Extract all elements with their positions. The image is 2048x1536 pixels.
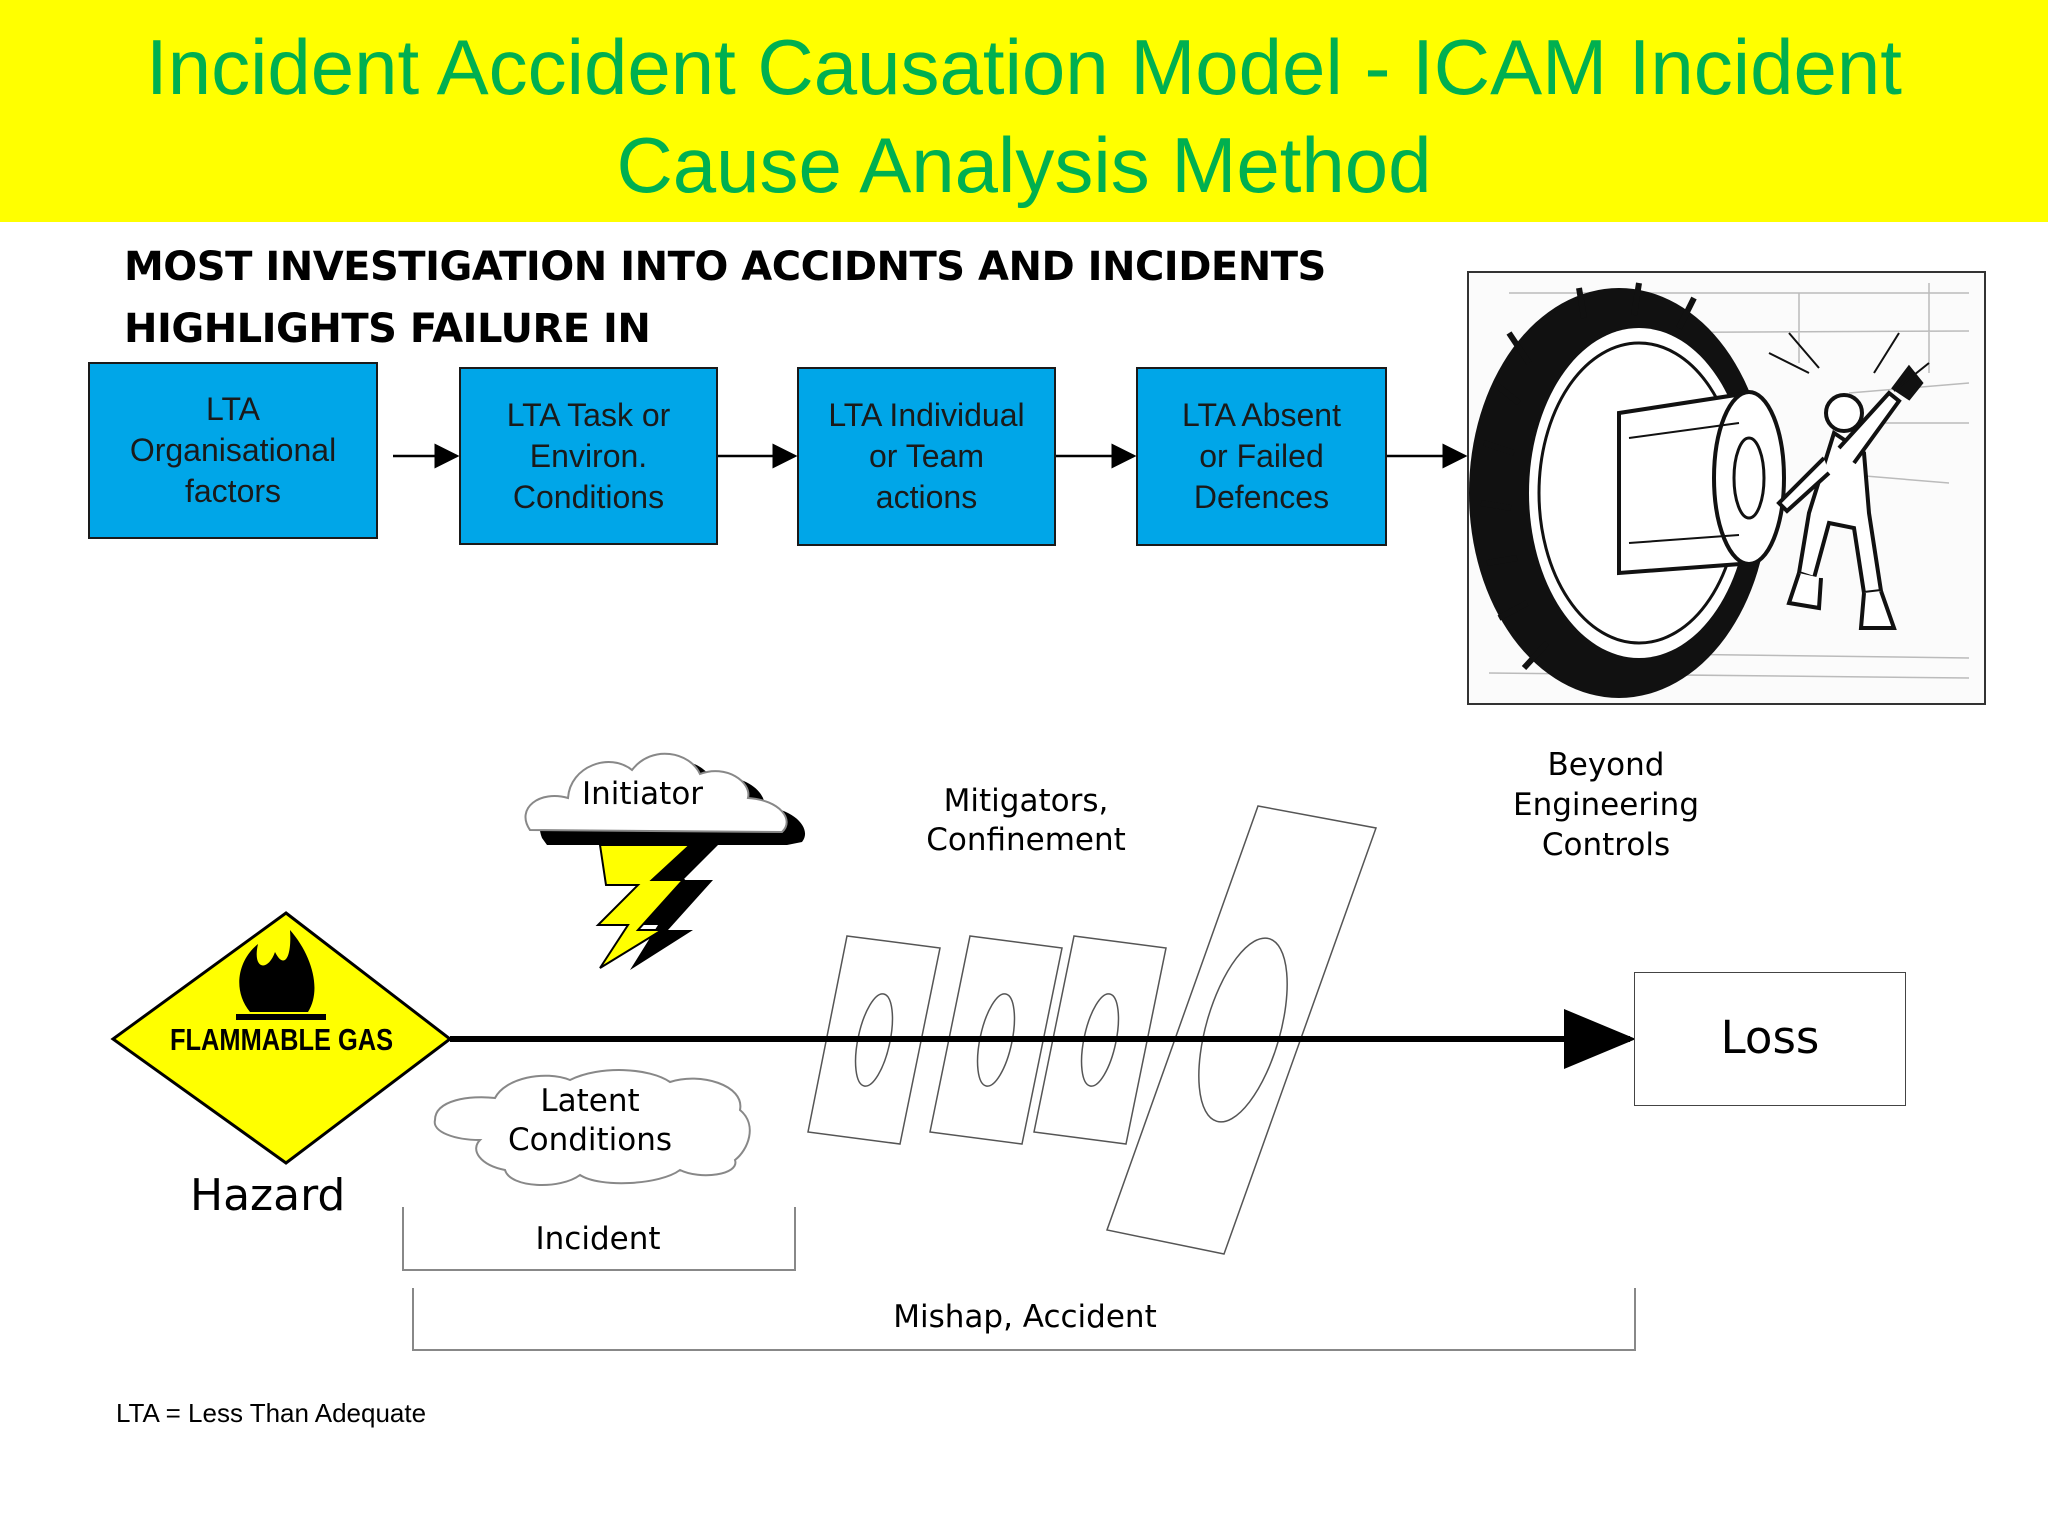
title-bar: Incident Accident Causation Model - ICAM… [0, 0, 2048, 222]
subtitle-line-2: HIGHLIGHTS FAILURE IN [124, 306, 651, 352]
flow-box-text: or Team [868, 438, 984, 474]
flow-box-text: Defences [1193, 479, 1330, 515]
flow-box-text: Conditions [512, 478, 665, 515]
subtitle-line-1: MOST INVESTIGATION INTO ACCIDNTS AND INC… [124, 244, 1326, 290]
flow-box-absent-defences: LTA Absent or Failed Defences [1136, 367, 1387, 546]
accident-illustration [1467, 271, 1986, 705]
flow-box-text: LTA Absent [1182, 397, 1341, 433]
footnote-lta-definition: LTA = Less Than Adequate [116, 1398, 427, 1428]
flow-box-text: LTA [206, 391, 260, 427]
flow-box-text: LTA Task or [506, 396, 671, 433]
flow-box-organisational-factors: LTA Organisational factors [88, 362, 378, 539]
incident-label: Incident [535, 1221, 661, 1257]
mishap-accident-label: Mishap, Accident [893, 1299, 1157, 1335]
engineering-barrier [1106, 805, 1378, 1255]
initiator-label: Initiator [582, 776, 704, 812]
loss-box [1634, 972, 1906, 1106]
flow-box-text: Organisational [129, 432, 337, 468]
page-title-line-2: Cause Analysis Method [616, 121, 1432, 209]
page-title-line-1: Incident Accident Causation Model - ICAM… [146, 23, 1902, 111]
incident-bracket [402, 1207, 796, 1271]
initiator-cloud-icon [524, 752, 806, 845]
beyond-label-line: Engineering [1513, 787, 1699, 823]
mishap-bracket [412, 1288, 1636, 1351]
mitigators-label-line: Mitigators, [943, 783, 1109, 819]
mitigators-label-line: Confinement [926, 822, 1126, 858]
flow-box-task-conditions: LTA Task or Environ. Conditions [459, 367, 718, 545]
flow-box-individual-team-actions: LTA Individual or Team actions [797, 367, 1056, 546]
subtitle: MOST INVESTIGATION INTO ACCIDNTS AND INC… [124, 236, 1326, 360]
beyond-label-line: Beyond [1547, 747, 1665, 783]
lightning-icon [595, 844, 718, 970]
latent-label-line: Conditions [507, 1122, 673, 1158]
flow-box-text: LTA Individual [828, 397, 1025, 433]
loss-label: Loss [1720, 1011, 1820, 1064]
latent-label-line: Latent [540, 1083, 640, 1119]
hazard-label: Hazard [190, 1170, 346, 1221]
beyond-label-line: Controls [1541, 827, 1671, 863]
latent-conditions-label: Latent Conditions [480, 1082, 700, 1160]
flow-box-text: or Failed [1199, 438, 1324, 474]
latent-conditions-cloud [433, 1069, 751, 1186]
flame-icon [236, 930, 326, 1020]
flow-box-text: Environ. [529, 437, 648, 474]
beyond-engineering-label: Beyond Engineering Controls [1486, 745, 1726, 865]
hazard-sign-text: FLAMMABLE GAS [170, 1022, 394, 1057]
flammable-gas-sign [110, 911, 453, 1165]
flow-box-text: factors [184, 473, 282, 509]
flow-box-text: actions [875, 479, 978, 515]
mitigators-label: Mitigators, Confinement [896, 782, 1156, 860]
